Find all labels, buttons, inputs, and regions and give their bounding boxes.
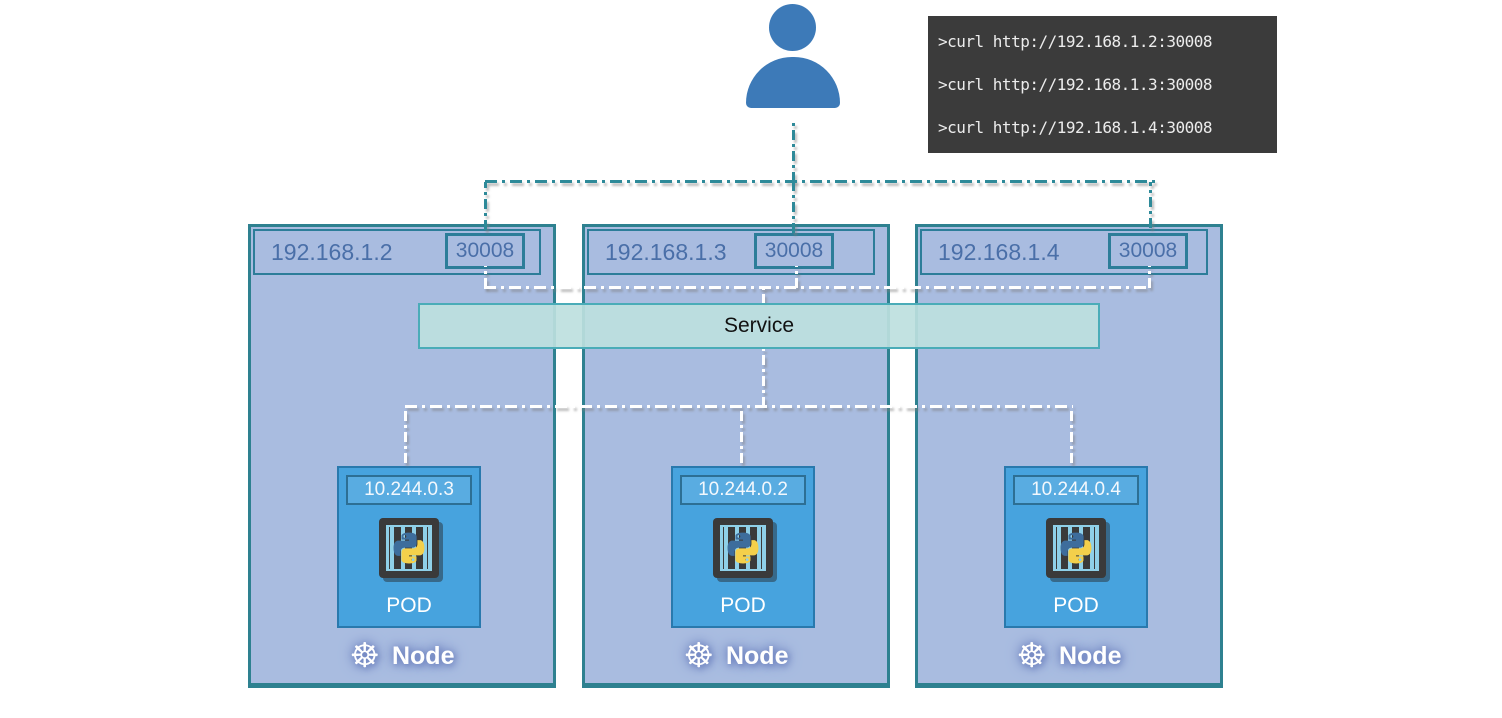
node-label: Node (725, 641, 789, 670)
node-3: 192.168.1.4 30008 10.244.0.4 POD ☸ Node (915, 224, 1223, 688)
pod-label: POD (720, 594, 766, 617)
node-footer: ☸ Node (251, 639, 553, 673)
python-container-icon (713, 518, 773, 578)
connector-service-down (762, 349, 765, 407)
python-logo-icon (393, 532, 425, 564)
kubernetes-icon: ☸ (683, 637, 714, 675)
connector-port1-to-service (484, 266, 487, 288)
connector-port3-to-service (1148, 266, 1151, 288)
connector-drop-node2-port (792, 182, 795, 233)
pod-ip: 10.244.0.4 (1013, 475, 1139, 505)
connector-ports-bus (484, 286, 1150, 289)
pod-label: POD (1053, 594, 1099, 617)
node-header: 192.168.1.4 (920, 229, 1208, 275)
terminal-command: >curl http://192.168.1.4:30008 (938, 118, 1212, 137)
pod-ip: 10.244.0.3 (346, 475, 472, 505)
node-2: 192.168.1.3 30008 10.244.0.2 POD ☸ Node (582, 224, 890, 688)
pod: 10.244.0.3 POD (337, 466, 481, 628)
connector-drop-pod2 (740, 407, 743, 463)
kubernetes-icon: ☸ (349, 637, 380, 675)
terminal-command: >curl http://192.168.1.2:30008 (938, 32, 1212, 51)
kubernetes-icon: ☸ (1016, 637, 1047, 675)
connector-user-branch (485, 180, 1155, 183)
user-icon (769, 4, 816, 51)
node-footer: ☸ Node (918, 639, 1220, 673)
python-container-icon (1046, 518, 1106, 578)
connector-pods-bus (405, 405, 1073, 408)
node-1: 192.168.1.2 30008 10.244.0.3 POD ☸ Node (248, 224, 556, 688)
connector-drop-pod3 (1070, 407, 1073, 463)
node-label: Node (1058, 641, 1122, 670)
nodeport-box: 30008 (445, 233, 525, 269)
connector-port2-to-service (795, 266, 798, 288)
service-label: Service (723, 314, 795, 337)
python-logo-icon (1060, 532, 1092, 564)
service-bar: Service (418, 303, 1100, 349)
connector-drop-node3-port (1149, 182, 1152, 228)
connector-drop-pod1 (404, 407, 407, 463)
connector-bus-to-service (762, 288, 765, 304)
python-logo-icon (727, 532, 759, 564)
terminal-panel: >curl http://192.168.1.2:30008 >curl htt… (928, 16, 1277, 153)
user-icon-body (746, 57, 840, 108)
pod-ip: 10.244.0.2 (680, 475, 806, 505)
node-ip: 192.168.1.4 (938, 238, 1060, 265)
python-container-icon (379, 518, 439, 578)
node-header: 192.168.1.2 (253, 229, 541, 275)
pod: 10.244.0.4 POD (1004, 466, 1148, 628)
node-footer: ☸ Node (585, 639, 887, 673)
node-ip: 192.168.1.2 (271, 238, 393, 265)
nodeport-box: 30008 (1108, 233, 1188, 269)
node-ip: 192.168.1.3 (605, 238, 727, 265)
connector-drop-node1-port (484, 182, 487, 230)
terminal-command: >curl http://192.168.1.3:30008 (938, 75, 1212, 94)
node-label: Node (391, 641, 455, 670)
connector-user-down (792, 120, 795, 182)
node-header: 192.168.1.3 (587, 229, 875, 275)
nodeport-box: 30008 (754, 233, 834, 269)
pod: 10.244.0.2 POD (671, 466, 815, 628)
pod-label: POD (386, 594, 432, 617)
